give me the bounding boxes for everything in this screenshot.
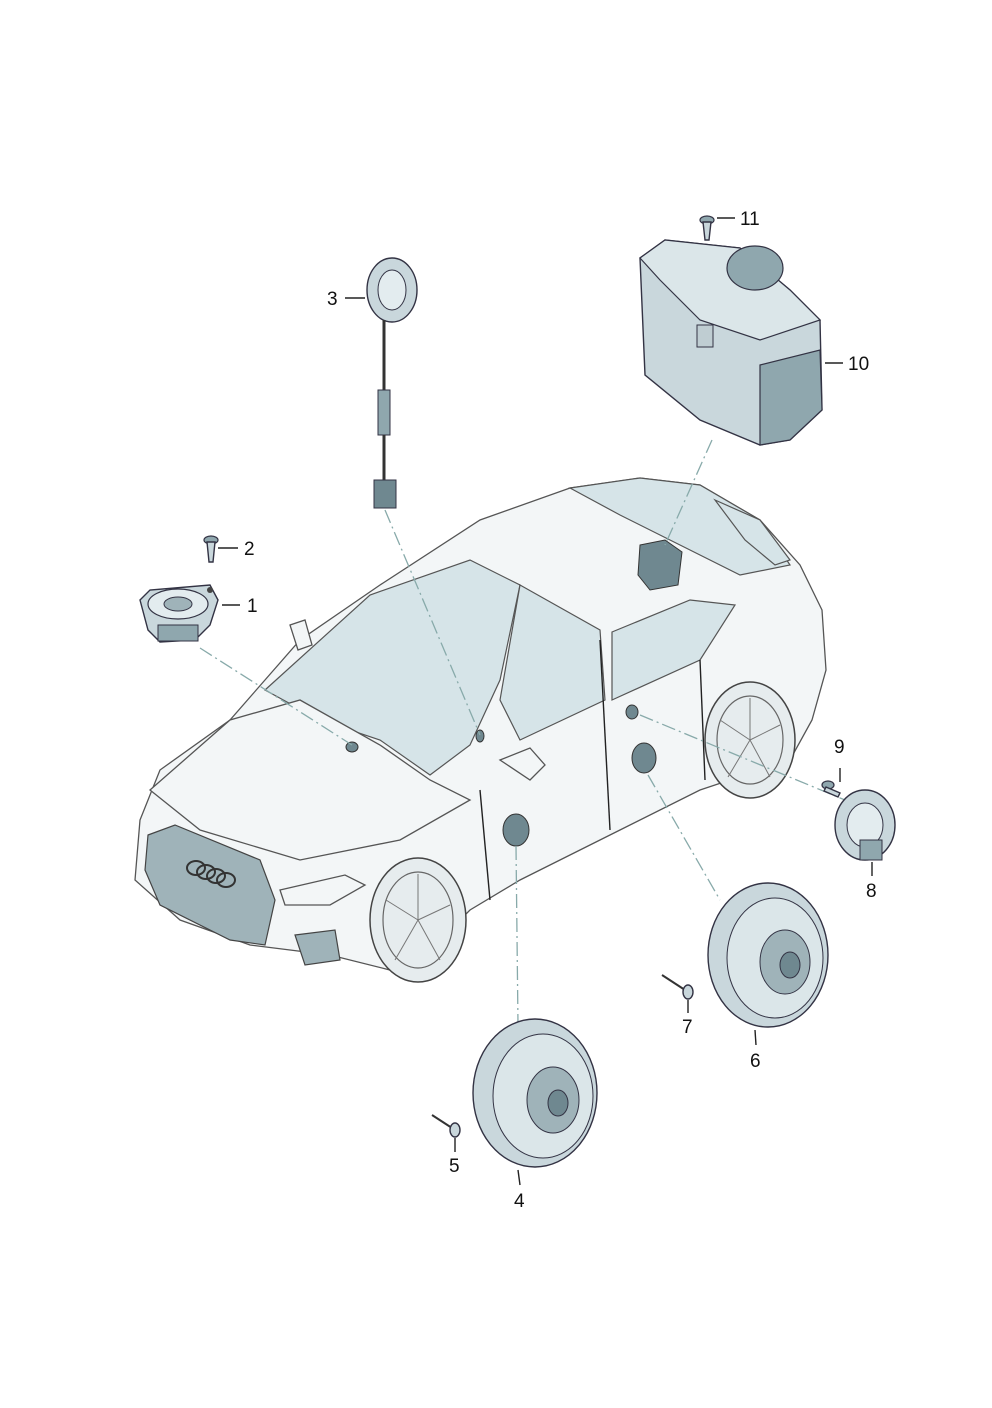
front-door-speaker-icon: [472, 1018, 598, 1168]
reference-lines: [199, 439, 846, 1026]
dashboard-speaker-icon: [139, 584, 219, 643]
callout-3: 3: [327, 289, 338, 310]
callout-5: 5: [449, 1156, 460, 1177]
pillar-tweeter-icon: [366, 257, 418, 509]
callout-8: 8: [866, 881, 877, 902]
callout-11: 11: [740, 209, 760, 230]
screw-icon-11: [699, 215, 715, 241]
callout-2: 2: [244, 539, 255, 560]
callout-9: 9: [834, 737, 845, 758]
callout-labels: 1 2 3 4 5 6 7 8 9 10 11: [244, 209, 877, 1212]
callout-7: 7: [682, 1017, 693, 1038]
leader-lines: [218, 217, 873, 1186]
rivet-icon-5: [431, 1114, 461, 1138]
rear-tweeter-icon: [834, 789, 896, 861]
callout-10: 10: [848, 354, 869, 375]
callout-4: 4: [514, 1191, 525, 1212]
rear-door-speaker-icon: [707, 882, 829, 1028]
suv-coupe-icon: [134, 477, 827, 983]
screw-icon-2: [203, 535, 219, 563]
subwoofer-box-icon: [639, 239, 823, 446]
screw-icon-9: [821, 780, 841, 798]
callout-6: 6: [750, 1051, 761, 1072]
callout-1: 1: [247, 596, 258, 617]
rivet-icon-7: [661, 974, 694, 1000]
